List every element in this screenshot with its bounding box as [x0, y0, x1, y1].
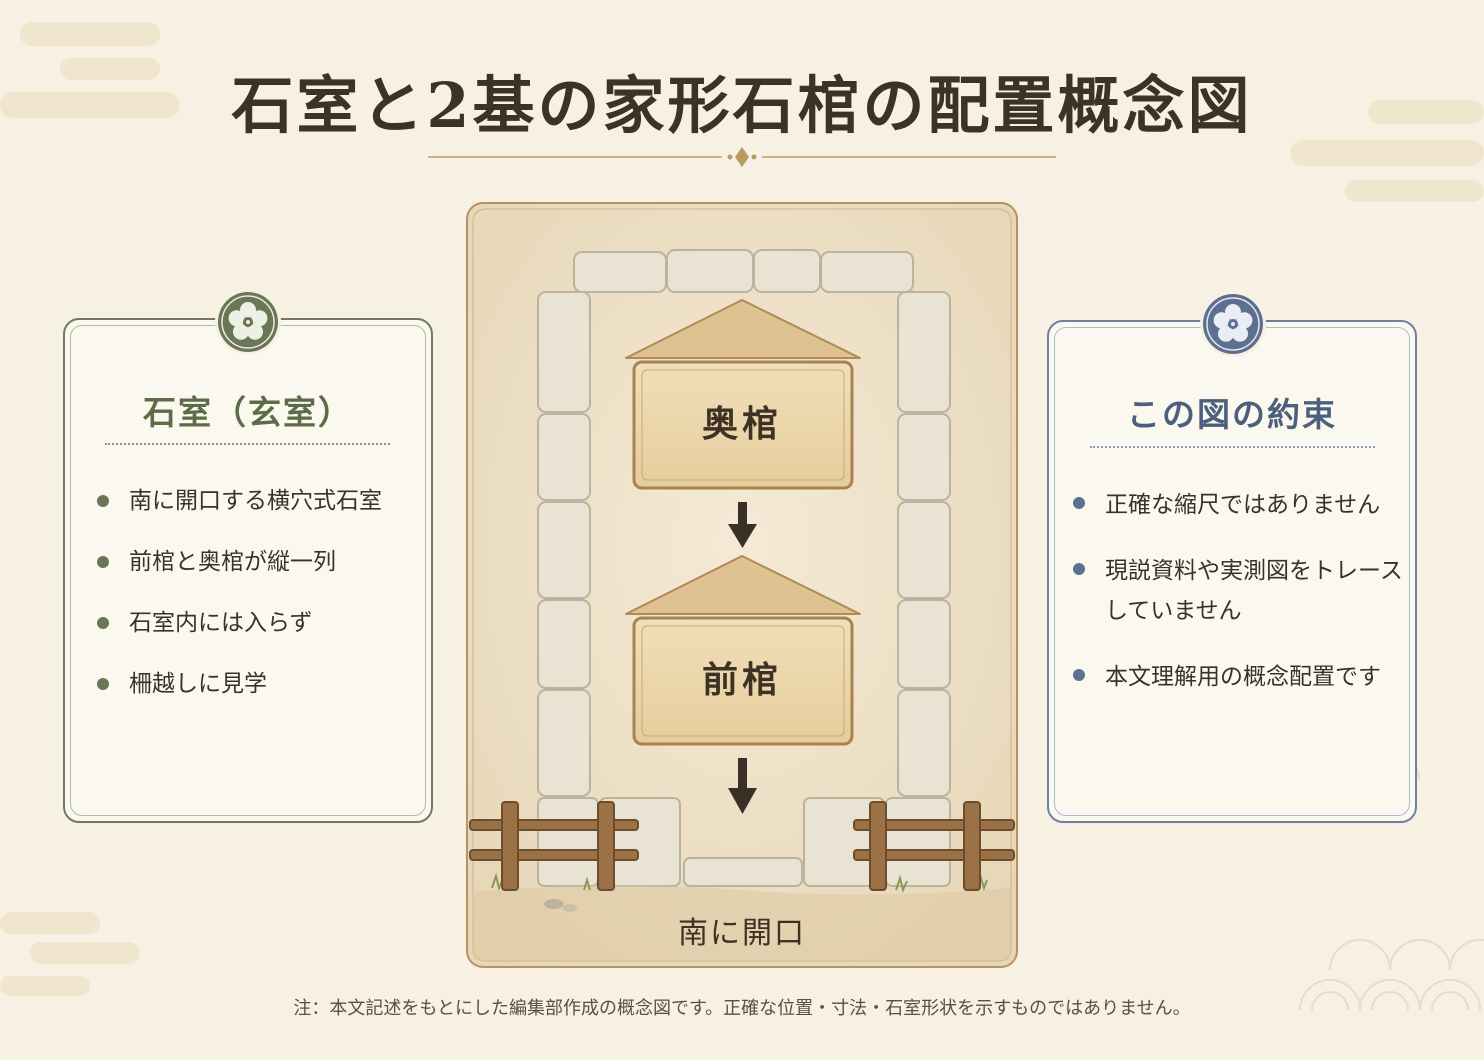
- list-item: 南に開口する横穴式石室: [97, 483, 417, 544]
- down-arrow-icon: [728, 758, 757, 814]
- back-coffin-lid: [625, 299, 861, 359]
- back-coffin-body: [632, 360, 854, 490]
- kamon-plum-icon: [215, 289, 281, 355]
- left-heading-divider: [105, 443, 390, 445]
- fence-left: [469, 801, 639, 891]
- entrance-label: 南に開口: [678, 916, 806, 951]
- fence-right: [853, 801, 1015, 891]
- left-bullet-list: 南に開口する横穴式石室 前棺と奥棺が縦一列 石室内には入らず 柵越しに見学: [97, 483, 417, 727]
- kamon-plum-icon: [1200, 291, 1266, 357]
- page-title: 石室と2基の家形石棺の配置概念図: [231, 69, 1253, 142]
- chamber-top-wall: [573, 249, 914, 293]
- stone-chamber-panel: [63, 318, 433, 823]
- right-heading-divider: [1090, 446, 1375, 448]
- front-coffin-lid: [625, 555, 861, 615]
- list-item: 石室内には入らず: [97, 605, 417, 666]
- chamber-right-wall: [897, 291, 951, 797]
- list-item: 現説資料や実測図をトレースしていません: [1073, 551, 1409, 631]
- notes-panel: [1047, 320, 1417, 823]
- list-item: 本文理解用の概念配置です: [1073, 657, 1409, 697]
- right-panel-heading: この図の約束: [1127, 395, 1337, 434]
- list-item: 柵越しに見学: [97, 666, 417, 727]
- footnote: 注：本文記述をもとにした編集部作成の概念図です。正確な位置・寸法・石室形状を示す…: [293, 998, 1191, 1019]
- front-coffin-body: [632, 616, 854, 746]
- title-divider: [428, 147, 1056, 167]
- front-coffin: [625, 555, 861, 746]
- list-item: 正確な縮尺ではありません: [1073, 485, 1409, 525]
- back-coffin-label: 奥棺: [701, 403, 782, 445]
- list-item: 前棺と奥棺が縦一列: [97, 544, 417, 605]
- left-panel-heading: 石室（玄室）: [143, 393, 353, 432]
- front-coffin-label: 前棺: [701, 659, 782, 701]
- down-arrow-icon: [728, 502, 757, 548]
- right-bullet-list: 正確な縮尺ではありません 現説資料や実測図をトレースしていません 本文理解用の概…: [1073, 485, 1409, 723]
- chamber-diagram: [466, 202, 1018, 968]
- diamond-ornament-icon: [727, 147, 757, 167]
- back-coffin: [625, 299, 861, 490]
- chamber-left-wall: [537, 291, 591, 797]
